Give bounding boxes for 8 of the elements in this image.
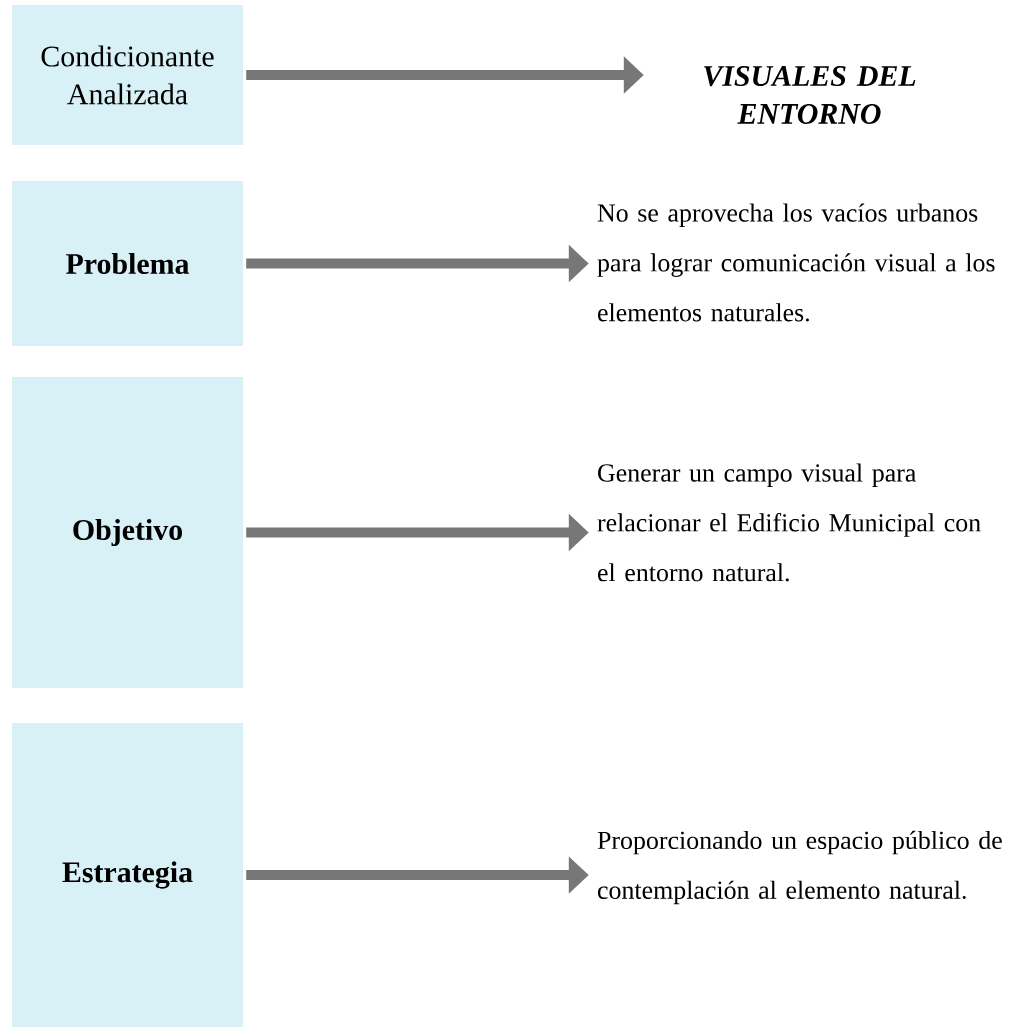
label-box: Estrategia (12, 723, 243, 1027)
description-text: Generar un campo visual para relacionar el Edificio Municipal con el entorno natural. (597, 463, 981, 582)
description-text: No se aprovecha los vacíos urbanos para lograr comunicación visual a los elementos naturales. (597, 203, 995, 322)
label-box: Objetivo (12, 377, 243, 688)
description-text: Proporcionando un espacio público de contemplación al elemento natural. (597, 830, 1002, 905)
heading-text: VISUALES DEL ENTORNO (704, 66, 916, 124)
label-box: Problema (12, 181, 243, 346)
label-box: Condicionante Analizada (12, 5, 243, 145)
